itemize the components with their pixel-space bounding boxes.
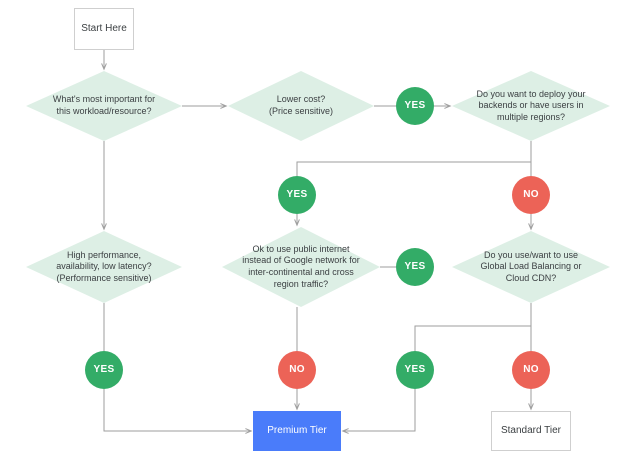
premium-tier-box[interactable]: Premium Tier <box>253 411 341 451</box>
circle-no-public-internet-label: NO <box>289 363 305 375</box>
circle-yes-multiple-regions[interactable]: YES <box>278 176 316 214</box>
decision-most-important[interactable]: What's most important for this workload/… <box>26 71 182 141</box>
decision-most-important-label: What's most important for this workload/… <box>52 94 156 116</box>
circle-yes-high-performance[interactable]: YES <box>85 351 123 389</box>
decision-public-internet[interactable]: Ok to use public internet instead of Goo… <box>222 227 380 307</box>
start-here-box-label: Start Here <box>81 22 127 34</box>
start-here-box[interactable]: Start Here <box>74 8 134 50</box>
decision-public-internet-label: Ok to use public internet instead of Goo… <box>242 243 360 289</box>
circle-yes-load-balancing[interactable]: YES <box>396 351 434 389</box>
circle-yes-multiple-regions-label: YES <box>286 188 308 200</box>
circle-yes-lower-cost[interactable]: YES <box>396 87 434 125</box>
decision-global-load-balancing-label: Do you use/want to use Global Load Balan… <box>480 249 582 283</box>
circle-no-multiple-regions[interactable]: NO <box>512 176 550 214</box>
circle-yes-public-internet-label: YES <box>404 260 426 272</box>
circle-yes-public-internet[interactable]: YES <box>396 248 434 286</box>
premium-tier-box-label: Premium Tier <box>267 424 327 436</box>
decision-multiple-regions-label: Do you want to deploy your backends or h… <box>476 88 586 122</box>
circle-no-load-balancing-label: NO <box>523 363 539 375</box>
decision-global-load-balancing[interactable]: Do you use/want to use Global Load Balan… <box>452 231 610 303</box>
wire-yeslb-to-premium <box>341 389 416 434</box>
wire-loadbalancing-branch <box>414 303 532 351</box>
circle-yes-high-performance-label: YES <box>93 363 115 375</box>
standard-tier-box[interactable]: Standard Tier <box>491 411 571 451</box>
decision-lower-cost[interactable]: Lower cost? (Price sensitive) <box>228 71 374 141</box>
circle-yes-load-balancing-label: YES <box>404 363 426 375</box>
decision-high-performance-label: High performance, availability, low late… <box>56 249 152 283</box>
decision-multiple-regions[interactable]: Do you want to deploy your backends or h… <box>452 71 610 141</box>
decision-high-performance[interactable]: High performance, availability, low late… <box>26 231 182 303</box>
wire-multiregion-branch <box>296 141 532 176</box>
circle-no-public-internet[interactable]: NO <box>278 351 316 389</box>
circle-no-load-balancing[interactable]: NO <box>512 351 550 389</box>
standard-tier-box-label: Standard Tier <box>500 424 562 436</box>
wire-yesperf-to-premium <box>103 389 253 434</box>
circle-yes-lower-cost-label: YES <box>404 99 426 111</box>
decision-lower-cost-label: Lower cost? (Price sensitive) <box>268 94 333 116</box>
circle-no-multiple-regions-label: NO <box>523 188 539 200</box>
